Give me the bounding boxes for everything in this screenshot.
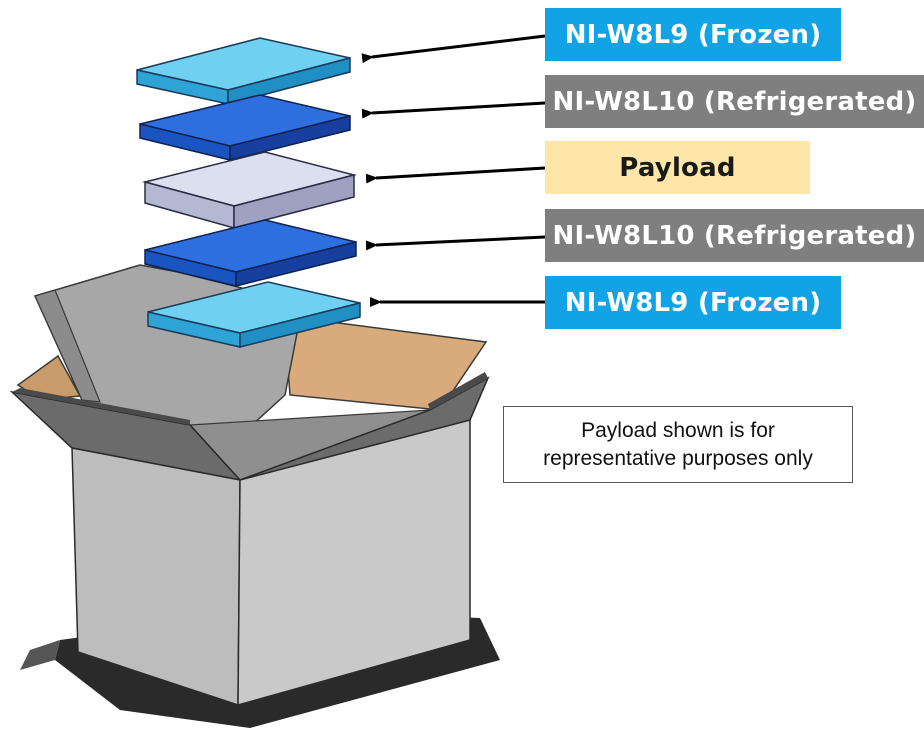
- payload-disclaimer-note: Payload shown is for representative purp…: [503, 406, 853, 483]
- frozen-pack-top: [136, 37, 351, 105]
- label-bottom-frozen: NI-W8L9 (Frozen): [545, 276, 841, 329]
- arrow-upper-refrigerated: [361, 101, 546, 119]
- label-top-frozen: NI-W8L9 (Frozen): [545, 8, 841, 61]
- shipping-box-body: [71, 419, 471, 707]
- arrow-top-frozen: [361, 34, 546, 64]
- label-upper-refrigerated: NI-W8L10 (Refrigerated): [545, 75, 924, 128]
- label-payload: Payload: [545, 141, 810, 194]
- payload-block: [142, 151, 357, 229]
- note-line-1: Payload shown is for: [581, 419, 775, 443]
- refrigerated-pack-upper: [139, 94, 351, 161]
- frozen-pack-bottom: [147, 281, 361, 348]
- note-line-2: representative purposes only: [543, 446, 813, 470]
- arrow-lower-refrigerated: [365, 235, 546, 251]
- refrigerated-pack-lower: [144, 219, 357, 287]
- label-lower-refrigerated: NI-W8L10 (Refrigerated): [545, 209, 924, 262]
- pointer-arrows: [361, 34, 546, 307]
- arrow-payload: [365, 166, 546, 184]
